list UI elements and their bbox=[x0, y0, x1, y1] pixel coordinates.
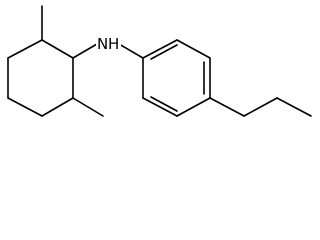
bond-ring-c1-c2 bbox=[41, 39, 74, 59]
chemical-structure: N H bbox=[7, 5, 312, 117]
nitrogen-label: N bbox=[97, 35, 108, 53]
bond-nitrogen-to-benzene bbox=[118, 43, 144, 59]
atom-label-background bbox=[96, 33, 121, 53]
methyl-bond-bottom bbox=[72, 97, 104, 117]
nitrogen-atom: N H bbox=[96, 33, 121, 53]
propyl-bond-3 bbox=[276, 97, 312, 117]
propyl-bond-2 bbox=[243, 97, 278, 117]
cyclohexane-ring bbox=[7, 39, 74, 117]
bond-ring-to-nitrogen bbox=[72, 43, 98, 59]
benzene-ring bbox=[142, 39, 211, 117]
bond-benzene-5-6 bbox=[142, 97, 178, 117]
bond-benzene-1-2 bbox=[142, 39, 178, 59]
double-bond-inner-bottom bbox=[150, 96, 178, 112]
bond-ring-c6-c1 bbox=[7, 39, 43, 59]
bond-ring-c3-c4 bbox=[41, 97, 74, 117]
hydrogen-label: H bbox=[108, 35, 119, 53]
bond-benzene-2-3 bbox=[176, 39, 211, 59]
propyl-bond-1 bbox=[209, 97, 245, 117]
bond-benzene-4-5 bbox=[176, 97, 211, 117]
double-bond-inner-top bbox=[150, 44, 178, 60]
bond-ring-c4-c5 bbox=[7, 97, 43, 117]
propyl-chain bbox=[209, 97, 312, 117]
